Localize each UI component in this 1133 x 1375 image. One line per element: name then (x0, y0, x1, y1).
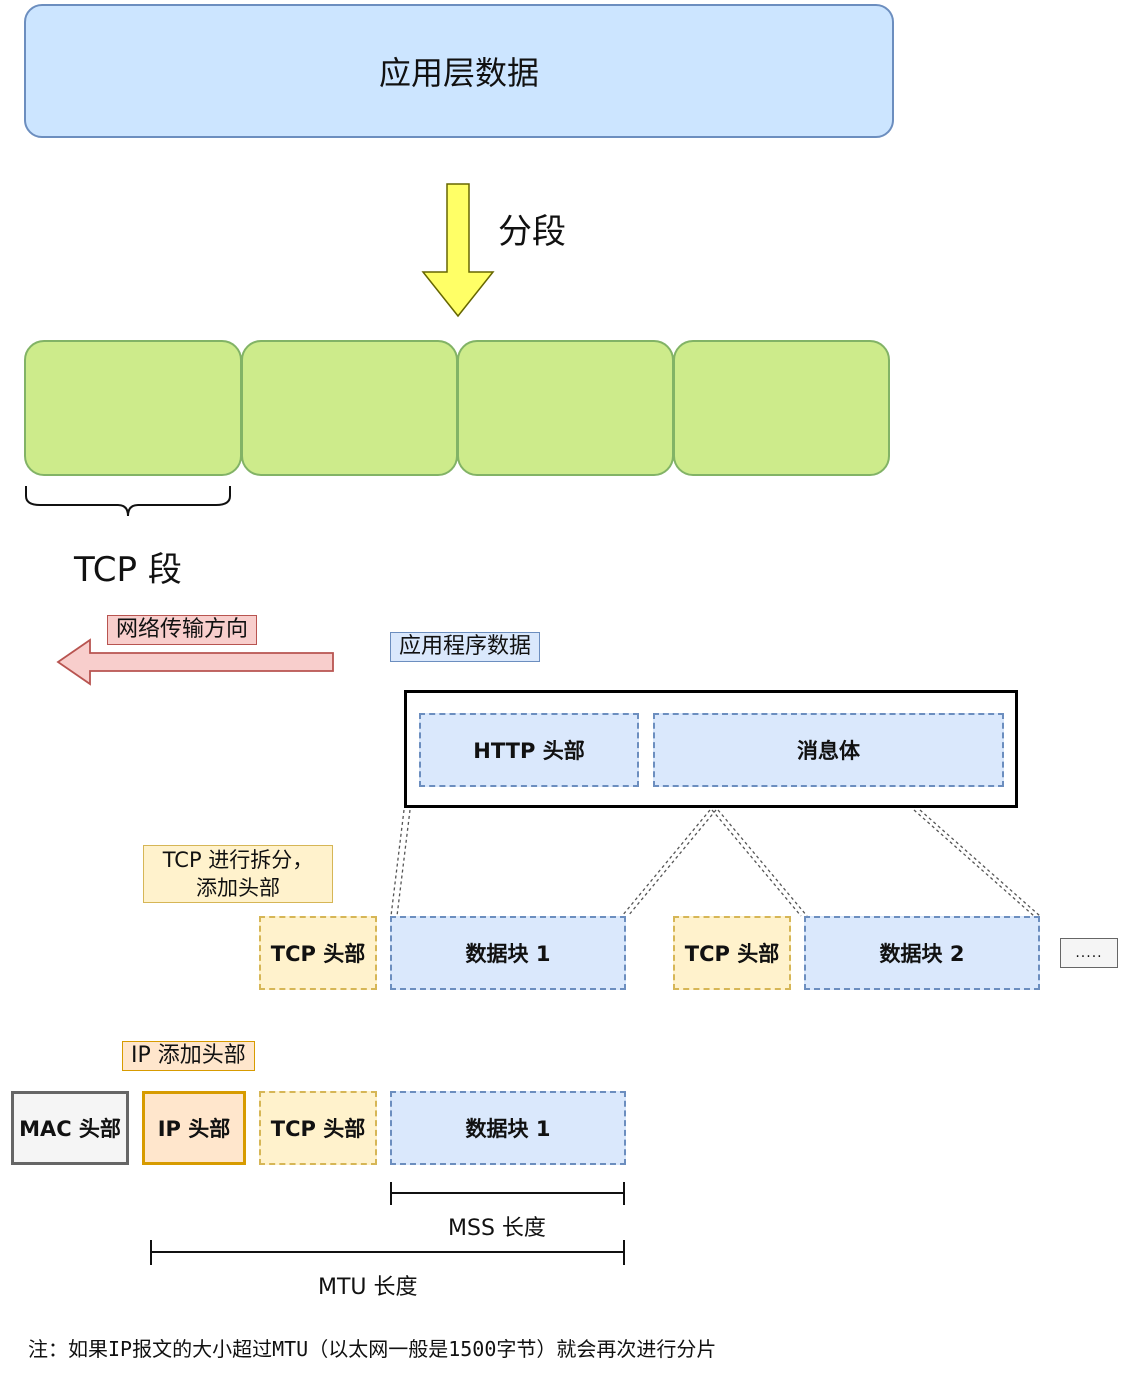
mac-header-box: MAC 头部 (11, 1091, 129, 1165)
ip-header-box: IP 头部 (142, 1091, 246, 1165)
more-blocks-label: ..... (1075, 945, 1103, 961)
tcp-header-label: TCP 头部 (270, 942, 366, 966)
arrow-down-icon (421, 183, 495, 318)
tcp-split-label: TCP 进行拆分， 添加头部 (143, 845, 333, 903)
tcp-header-box-3: TCP 头部 (259, 1091, 377, 1165)
data-block-1-label: 数据块 1 (465, 1117, 551, 1141)
data-block-2-box: 数据块 2 (804, 916, 1040, 990)
tcp-segment-2 (241, 340, 458, 476)
data-block-2-label: 数据块 2 (879, 942, 965, 966)
mss-length-label: MSS 长度 (448, 1216, 546, 1241)
brace-icon (25, 486, 231, 517)
tcp-segment-1 (24, 340, 242, 476)
tcp-header-label: TCP 头部 (684, 942, 780, 966)
tcp-header-box-1: TCP 头部 (259, 916, 377, 990)
connector-lines (390, 809, 1041, 917)
data-block-1-label: 数据块 1 (465, 942, 551, 966)
tcp-segment-label: TCP 段 (74, 550, 182, 590)
data-block-1-box: 数据块 1 (390, 916, 626, 990)
app-layer-data-label: 应用层数据 (378, 54, 539, 92)
tcp-header-box-2: TCP 头部 (673, 916, 791, 990)
http-header-label: HTTP 头部 (473, 739, 585, 763)
app-program-data-label: 应用程序数据 (390, 632, 541, 662)
tcp-split-label-line2: 添加头部 (196, 876, 280, 900)
mss-length-marker (390, 1182, 625, 1205)
footer-note: 注：如果IP报文的大小超过MTU（以太网一般是1500字节）就会再次进行分片 (28, 1337, 717, 1361)
message-body-label: 消息体 (797, 739, 860, 763)
ip-header-label: IP 头部 (157, 1117, 231, 1141)
mtu-length-label: MTU 长度 (318, 1275, 418, 1300)
segment-label: 分段 (498, 212, 566, 252)
mtu-length-marker (150, 1240, 625, 1265)
mac-header-label: MAC 头部 (19, 1117, 121, 1141)
arrow-left-icon (56, 638, 334, 686)
more-blocks-box: ..... (1060, 938, 1118, 968)
data-block-1-box-ip: 数据块 1 (390, 1091, 626, 1165)
tcp-segment-3 (457, 340, 674, 476)
tcp-split-label-line1: TCP 进行拆分， (162, 848, 314, 872)
ip-add-header-label: IP 添加头部 (122, 1041, 255, 1071)
http-header-box: HTTP 头部 (419, 713, 639, 787)
tcp-header-label: TCP 头部 (270, 1117, 366, 1141)
tcp-segment-4 (673, 340, 890, 476)
app-layer-data-box: 应用层数据 (24, 4, 894, 138)
message-body-box: 消息体 (653, 713, 1004, 787)
network-direction-label: 网络传输方向 (107, 615, 258, 645)
